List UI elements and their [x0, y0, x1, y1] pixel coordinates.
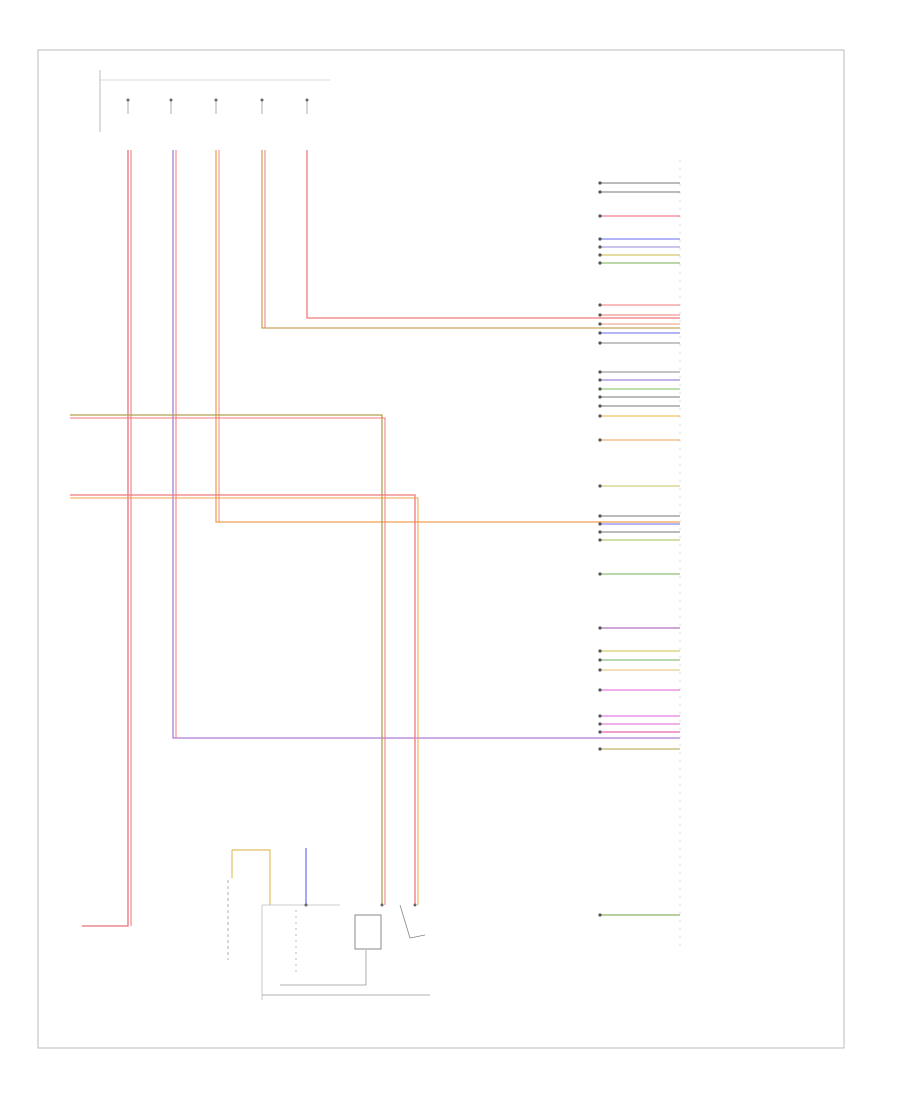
fuse-4 — [260, 98, 264, 114]
connector-row-pin — [598, 190, 602, 194]
wire-fuse-3 — [215, 150, 680, 523]
fuse-block — [99, 70, 330, 132]
bottom-module — [227, 848, 430, 1000]
connector-row — [598, 303, 680, 307]
wire-left-red — [70, 494, 416, 905]
connector-row — [598, 714, 680, 718]
connector-row-pin — [598, 668, 602, 672]
connector-row-pin — [598, 331, 602, 335]
connector-row — [598, 253, 680, 257]
connector-row — [598, 530, 680, 534]
connector-row — [598, 722, 680, 726]
wire-fuse-4 — [261, 150, 680, 329]
connector-row — [598, 181, 680, 185]
connector-row — [598, 572, 680, 576]
connector-row-pin — [598, 245, 602, 249]
connector-row-pin — [598, 572, 602, 576]
connector-row-pin — [598, 730, 602, 734]
connector-row-pin — [598, 395, 602, 399]
connector-row — [598, 913, 680, 917]
connector-row — [598, 341, 680, 345]
connector-row-pin — [598, 438, 602, 442]
connector-row — [598, 658, 680, 662]
fuse-5 — [305, 98, 309, 114]
connector-row-pin — [598, 414, 602, 418]
connector-row — [598, 261, 680, 265]
connector-row — [598, 514, 680, 518]
connector-row-pin — [598, 387, 602, 391]
left-wires — [70, 414, 419, 905]
connector-row — [598, 404, 680, 408]
connector-row — [598, 245, 680, 249]
connector-row-pin — [598, 313, 602, 317]
wire-fuse-1 — [82, 150, 129, 927]
fuse-wires — [82, 150, 680, 927]
connector-row-pin — [598, 322, 602, 326]
connector-row — [598, 688, 680, 692]
connector-rows — [598, 181, 680, 917]
connector-row — [598, 331, 680, 335]
connector-row-pin — [598, 688, 602, 692]
connector-row — [598, 414, 680, 418]
connector-row — [598, 438, 680, 442]
connector-row — [598, 626, 680, 630]
connector-row — [598, 747, 680, 751]
wire-left-olive — [70, 414, 383, 905]
connector-row — [598, 387, 680, 391]
diagram-frame — [37, 49, 845, 1049]
connector-row — [598, 484, 680, 488]
connector-row-pin — [598, 538, 602, 542]
fuse-2 — [169, 98, 173, 114]
connector-row — [598, 190, 680, 194]
wire-fuse-5 — [306, 150, 680, 319]
connector-row-pin — [598, 722, 602, 726]
connector-row-pin — [598, 237, 602, 241]
connector-row-pin — [598, 522, 602, 526]
fuse-3 — [214, 98, 218, 114]
connector-row-pin — [598, 253, 602, 257]
connector-row-pin — [598, 370, 602, 374]
connector-row-pin — [598, 181, 602, 185]
connector-row-pin — [598, 303, 602, 307]
connector-row — [598, 237, 680, 241]
connector-row-pin — [598, 626, 602, 630]
switch-body — [354, 914, 382, 950]
connector-row — [598, 370, 680, 374]
connector-row-pin — [598, 378, 602, 382]
connector-row — [598, 538, 680, 542]
connector-row-pin — [598, 404, 602, 408]
connector-row — [598, 322, 680, 326]
connector-row — [598, 378, 680, 382]
connector-row — [598, 668, 680, 672]
connector-row-pin — [598, 261, 602, 265]
connector-row-pin — [598, 649, 602, 653]
connector-row-pin — [598, 530, 602, 534]
connector-row-pin — [598, 341, 602, 345]
connector-row-pin — [598, 747, 602, 751]
wire-fuse-2 — [172, 150, 680, 739]
connector-row-pin — [598, 514, 602, 518]
connector-row — [598, 395, 680, 399]
connector-row — [598, 313, 680, 317]
connector-row-pin — [598, 714, 602, 718]
connector-row — [598, 649, 680, 653]
connector-row-pin — [598, 913, 602, 917]
connector-row — [598, 522, 680, 526]
connector-row-pin — [598, 484, 602, 488]
connector-row-pin — [598, 658, 602, 662]
connector-row-pin — [598, 214, 602, 218]
fuse-1 — [126, 98, 130, 114]
connector-row — [598, 730, 680, 734]
connector-row — [598, 214, 680, 218]
